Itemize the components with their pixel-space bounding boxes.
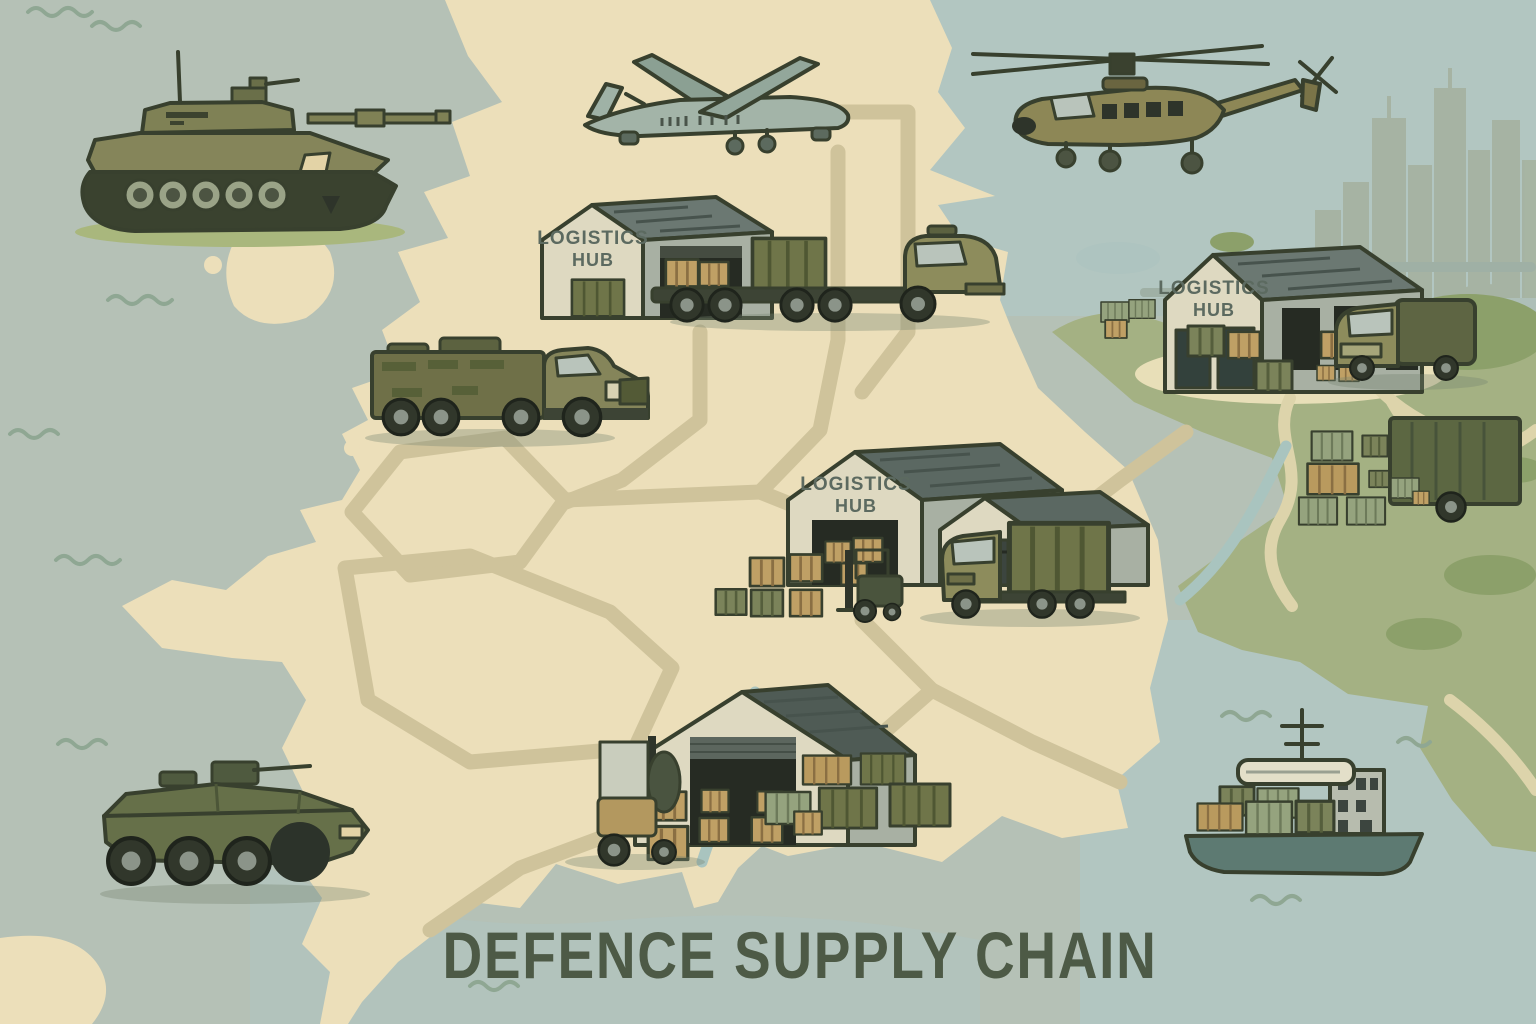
delivery-van-icon <box>1328 298 1488 390</box>
apc-6x6-icon <box>100 760 370 904</box>
surveillance-drone-icon <box>583 53 851 156</box>
forklift-icon <box>836 548 904 624</box>
hub-label-line2: HUB <box>1193 300 1235 320</box>
hub-label-line2: HUB <box>572 250 614 270</box>
warehouse-icon <box>633 683 952 862</box>
hub-label-line1: LOGISTICS <box>1158 278 1269 299</box>
cargo-truck-icon <box>920 523 1140 627</box>
sea-waves <box>8 6 1432 992</box>
transport-helicopter-icon <box>971 44 1338 175</box>
flatbed-container-truck-icon <box>650 224 1006 331</box>
container-cargo-ship-icon <box>1184 708 1424 876</box>
container-stack-icon <box>1297 416 1522 526</box>
forklift-icon <box>565 736 705 870</box>
hub-label-line1: LOGISTICS <box>800 474 911 495</box>
road-network <box>337 104 1194 938</box>
main-battle-tank-icon <box>75 50 452 247</box>
hub-label-line1: LOGISTICS <box>537 228 648 249</box>
armoured-truck-icon <box>365 336 650 447</box>
hub-label-line2: HUB <box>835 496 877 516</box>
poster-title: DEFENCE SUPPLY CHAIN <box>443 918 1158 992</box>
